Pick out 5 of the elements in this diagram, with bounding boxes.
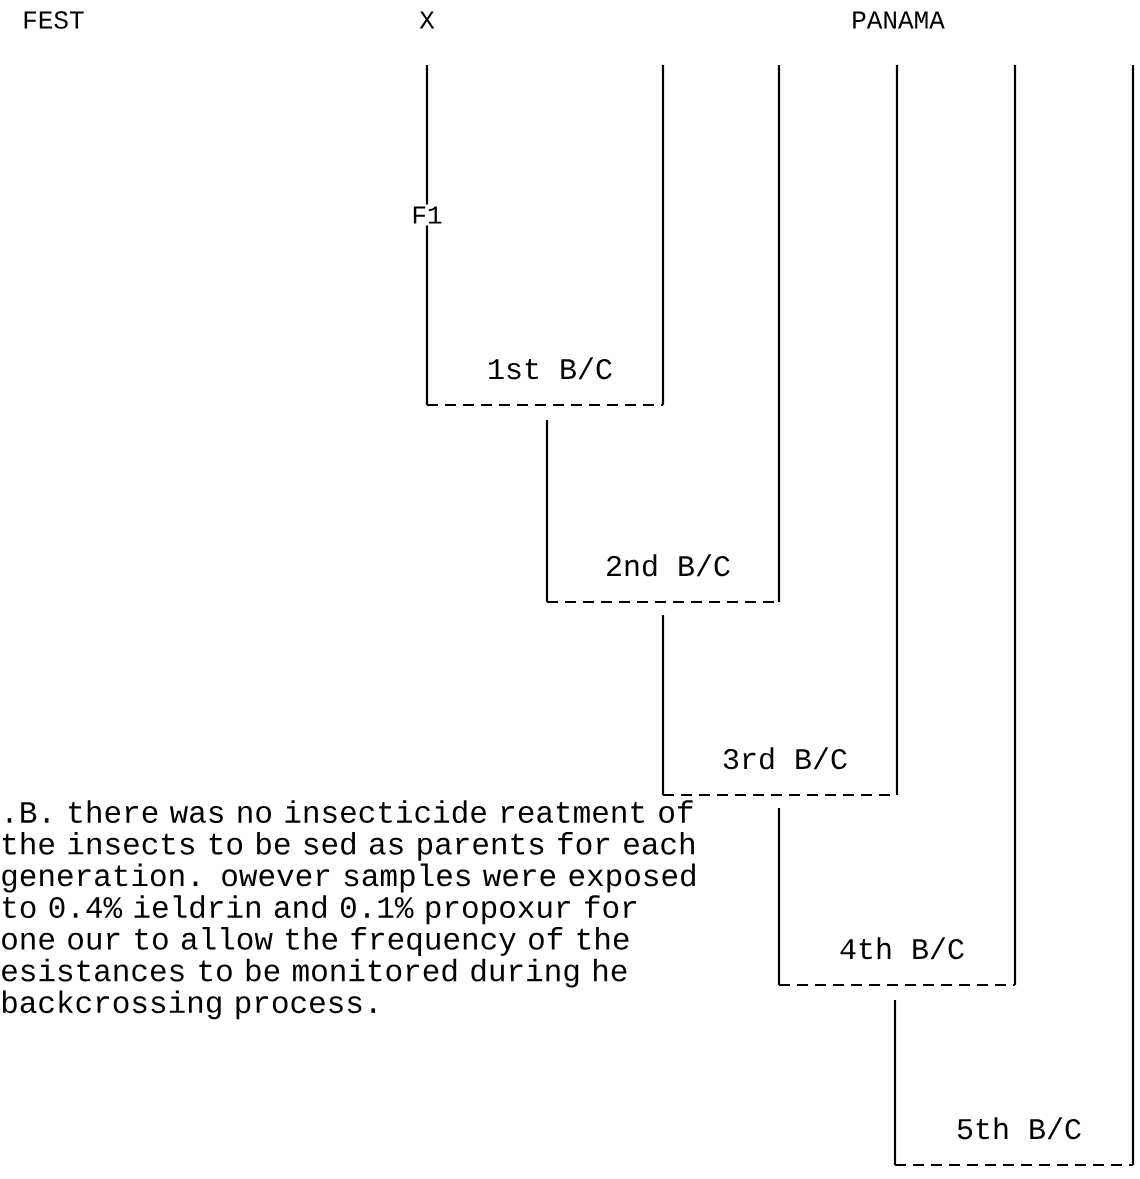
- heading: PANAMA: [853, 11, 945, 29]
- heading: FEST: [24, 11, 84, 29]
- note-text: .B. there was no insecticide reatment of the insects to be sed as parents for each generation. owever samples were exposed to 0.4% ieldrin and 0.1% propoxur for one our to allow the frequency of the esistances to be monitored during he backcrossing process.: [2, 800, 695, 1020]
- heading: X: [419, 11, 435, 29]
- generation-label: F1: [409, 204, 445, 226]
